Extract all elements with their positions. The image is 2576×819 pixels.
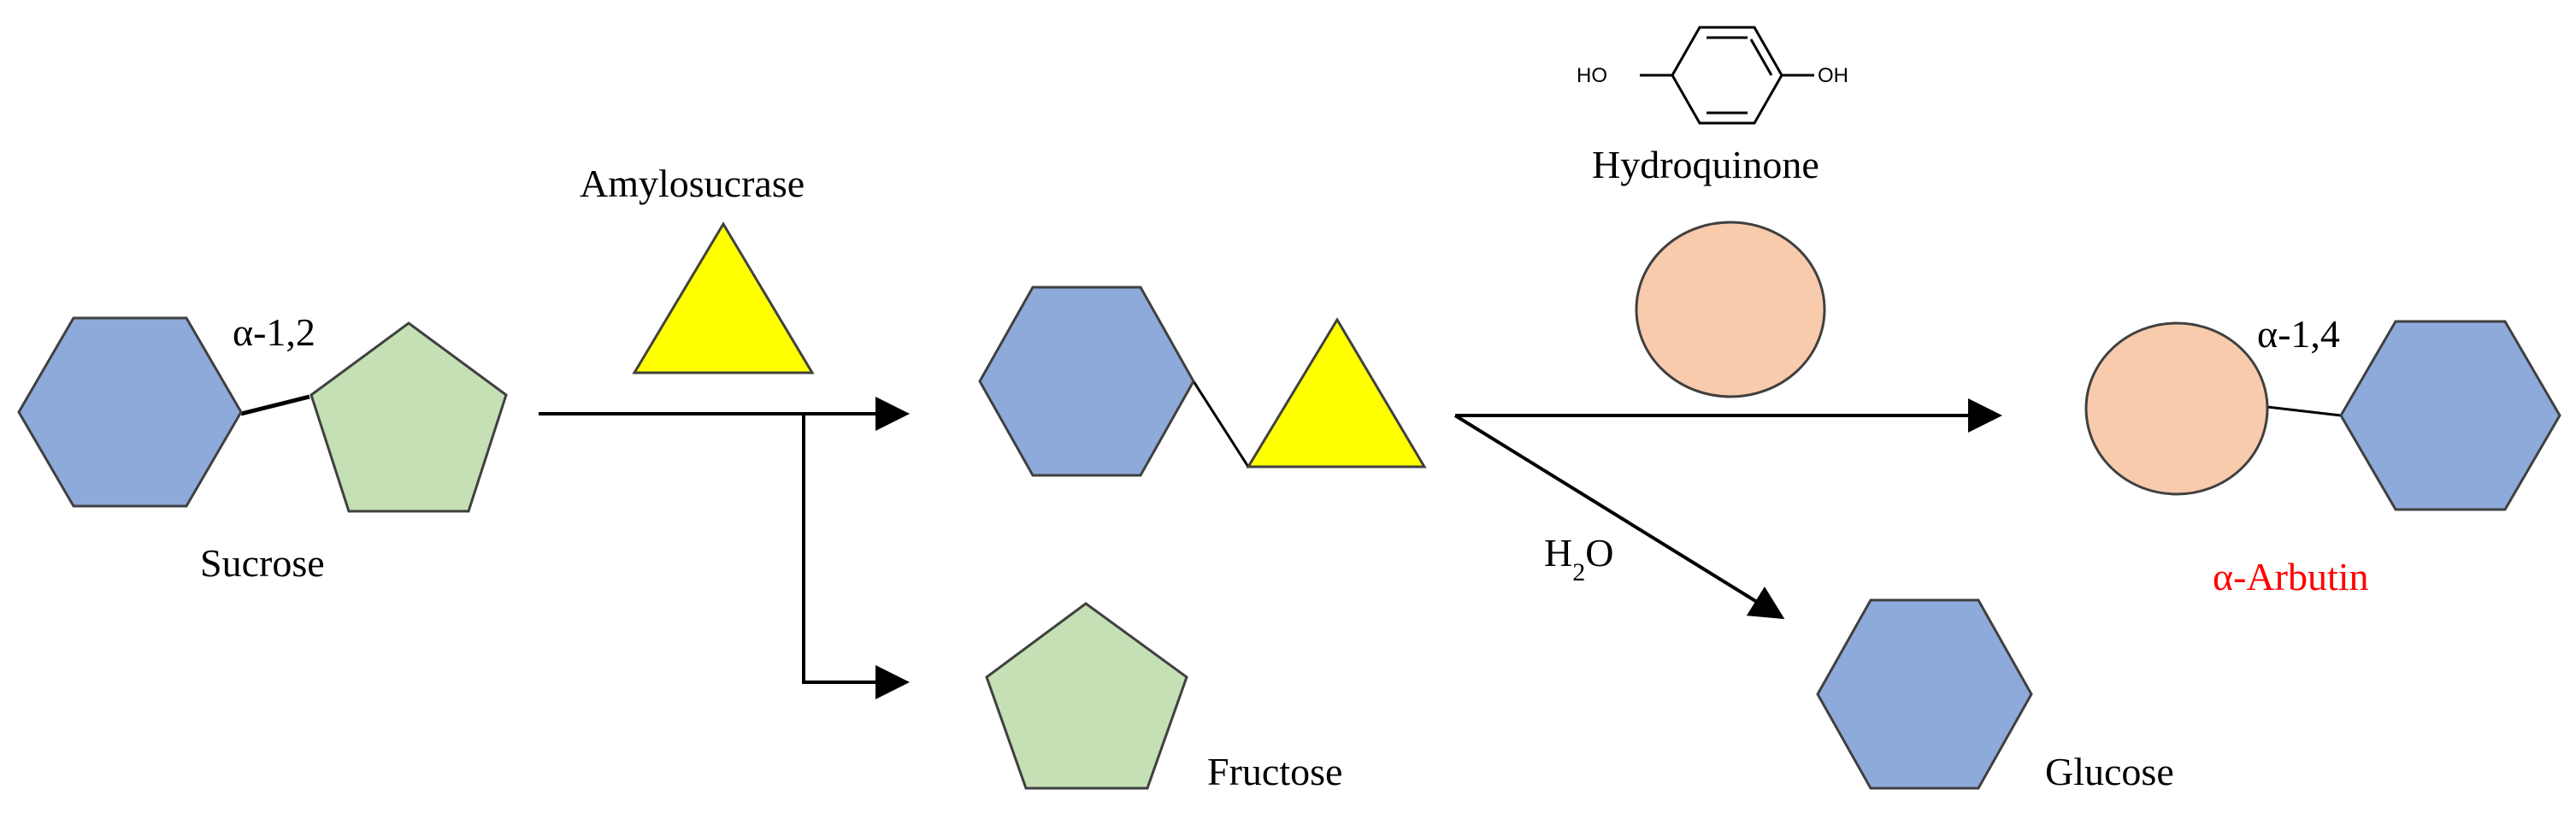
alpha-1-4-label: α-1,4 — [2257, 312, 2340, 356]
hydrolysis-arrow — [1453, 414, 1785, 620]
hydroquinone-circle — [1635, 221, 1826, 398]
fructose-label: Fructose — [1207, 750, 1342, 793]
alpha-arbutin-label: α-Arbutin — [2213, 555, 2369, 598]
arbutin-bond — [2267, 405, 2342, 417]
glucose-label: Glucose — [2045, 750, 2174, 793]
sucrose-label: Sucrose — [200, 541, 325, 585]
hydroquinone-structure — [1640, 26, 1814, 125]
sucrose-glucose-hexagon — [17, 316, 243, 508]
hydroquinone-label: Hydroquinone — [1592, 143, 1819, 186]
intermediate-enzyme-triangle — [1246, 317, 1427, 468]
amylosucrase-triangle — [632, 221, 815, 374]
intermediate-bond — [1192, 380, 1250, 468]
ho-label: HO — [1577, 64, 1607, 87]
amylosucrase-label: Amylosucrase — [580, 162, 805, 205]
oh-label: OH — [1818, 64, 1848, 87]
sucrose-bond — [240, 394, 310, 416]
intermediate-glucose-hexagon — [978, 286, 1195, 477]
water-label: H2O — [1544, 531, 1613, 586]
sucrose-fructose-pentagon — [309, 321, 508, 513]
arbutin-hydroquinone-circle — [2084, 321, 2269, 496]
arbutin-glucose-hexagon — [2339, 320, 2561, 511]
glucose-hexagon — [1816, 598, 2033, 790]
fructose-branch-arrow — [802, 414, 910, 699]
alpha-1-2-label: α-1,2 — [233, 310, 315, 354]
fructose-pentagon — [985, 602, 1188, 790]
